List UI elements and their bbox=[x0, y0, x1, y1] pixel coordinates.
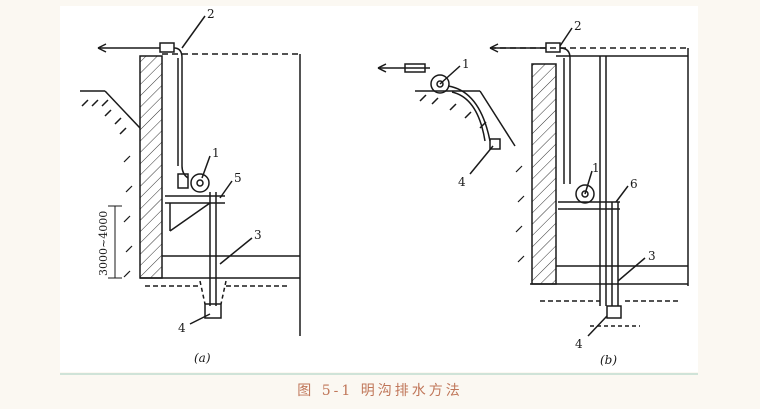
callout-b-6: 6 bbox=[630, 177, 638, 191]
diagram-b bbox=[377, 27, 689, 337]
retaining-wall-a bbox=[139, 55, 163, 279]
sump-b1 bbox=[489, 138, 501, 150]
callout-a-4: 4 bbox=[178, 321, 186, 335]
callout-a-5: 5 bbox=[234, 171, 242, 185]
callout-b-4-lower: 4 bbox=[575, 337, 583, 351]
sump-a bbox=[204, 303, 222, 319]
callout-b-3: 3 bbox=[648, 249, 656, 263]
drainage-figure: 2 1 5 3 4 (a) 3000~4000 bbox=[80, 7, 689, 367]
sump-b2 bbox=[606, 305, 622, 319]
panel-label-a: (a) bbox=[194, 351, 211, 365]
callout-a-1: 1 bbox=[212, 146, 220, 160]
support-platform-b bbox=[558, 201, 620, 210]
support-bracket-a bbox=[165, 195, 225, 232]
riser-pipe-a bbox=[173, 47, 183, 166]
retaining-wall-b bbox=[531, 63, 557, 285]
pipe-head-a bbox=[159, 42, 175, 53]
figure-caption: 图 5-1 明沟排水方法 bbox=[297, 383, 463, 399]
callout-b-1-lower: 1 bbox=[592, 161, 600, 175]
dimension-label-a: 3000~4000 bbox=[97, 211, 110, 276]
pump-a bbox=[190, 173, 210, 193]
callout-a-3: 3 bbox=[254, 228, 262, 242]
vertical-pipe-b bbox=[599, 56, 607, 306]
callout-b-1-upper: 1 bbox=[462, 57, 470, 71]
suction-pipe-b bbox=[611, 202, 619, 306]
callout-b-2: 2 bbox=[574, 19, 582, 33]
figure-panel: 2 1 5 3 4 (a) 3000~4000 bbox=[60, 6, 698, 372]
pump-b1 bbox=[430, 74, 450, 94]
callout-a-2: 2 bbox=[207, 7, 215, 21]
panel-label-b: (b) bbox=[600, 353, 617, 367]
diagram-b-labels: 1 4 2 1 6 3 4 (b) bbox=[458, 19, 656, 367]
diagram-a-labels: 2 1 5 3 4 (a) 3000~4000 bbox=[97, 7, 262, 365]
callout-b-4-upper: 4 bbox=[458, 175, 466, 189]
suction-hose-b1 bbox=[447, 85, 491, 142]
suction-pipe-a bbox=[209, 192, 217, 306]
pump-b2 bbox=[575, 184, 595, 204]
caption-rule bbox=[60, 373, 698, 375]
diagram-a bbox=[80, 15, 301, 336]
